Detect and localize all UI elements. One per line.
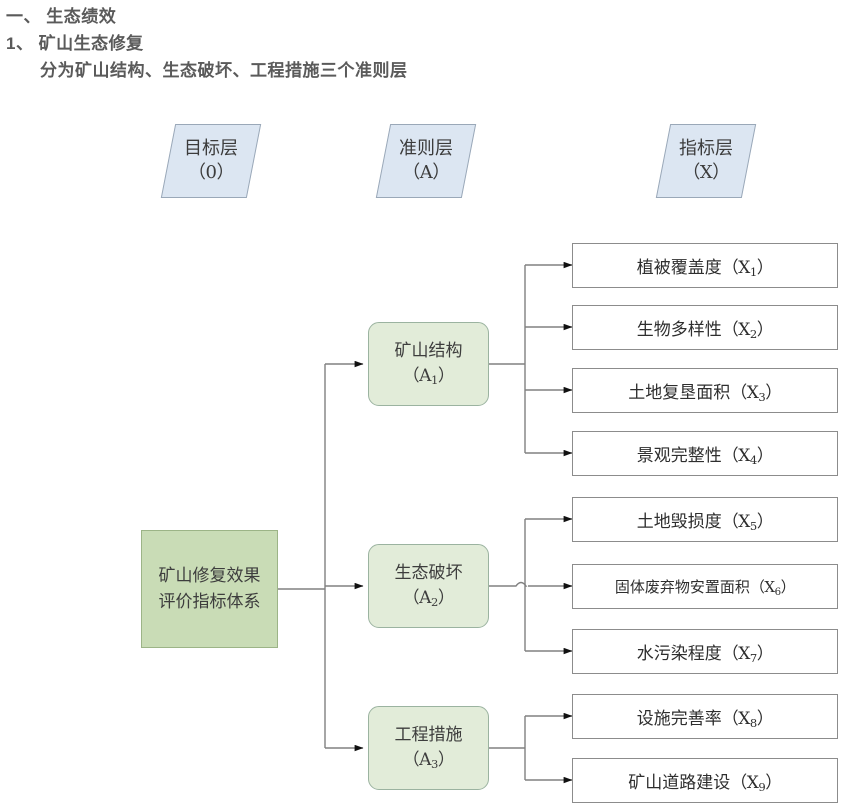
indicator-node-x7[interactable]: 水污染程度（X7）: [572, 629, 838, 674]
indicator-node-x5[interactable]: 土地毁损度（X5）: [572, 497, 838, 542]
indicator-node-x4-label: 景观完整性（X4）: [636, 446, 774, 468]
indicator-node-x8[interactable]: 设施完善率（X8）: [572, 694, 838, 739]
indicator-node-x5-label: 土地毁损度（X5）: [636, 512, 774, 534]
criteria-node-a1-title: 矿山结构: [394, 341, 463, 362]
layer-header-goal: 目标层 （0）: [160, 124, 262, 198]
indicator-node-x2[interactable]: 生物多样性（X2）: [572, 305, 838, 350]
layer-header-indicator-title: 指标层: [679, 137, 733, 159]
indicator-node-x7-label: 水污染程度（X7）: [636, 644, 774, 666]
layer-header-goal-title: 目标层: [184, 137, 238, 159]
layer-header-criteria-code: （A）: [402, 162, 450, 183]
criteria-node-a2-title: 生态破坏: [394, 563, 463, 584]
indicator-node-x1-label: 植被覆盖度（X1）: [636, 258, 774, 280]
layer-header-criteria-title: 准则层: [399, 137, 453, 159]
goal-node-label: 矿山修复效果评价指标体系: [158, 565, 261, 612]
layer-header-indicator-code: （X）: [682, 162, 730, 183]
heading-line-2: 1、 矿山生态修复: [6, 34, 144, 53]
layer-header-criteria: 准则层 （A）: [375, 124, 477, 198]
indicator-node-x3-label: 土地复垦面积（X3）: [628, 383, 782, 405]
indicator-node-x3[interactable]: 土地复垦面积（X3）: [572, 368, 838, 413]
criteria-node-a3-code: （A3）: [402, 750, 455, 772]
indicator-node-x8-label: 设施完善率（X8）: [636, 709, 774, 731]
criteria-node-a3-title: 工程措施: [394, 725, 463, 746]
indicator-node-x9-label: 矿山道路建设（X9）: [628, 773, 782, 795]
layer-header-indicator: 指标层 （X）: [655, 124, 757, 198]
layer-header-goal-code: （0）: [188, 162, 234, 183]
criteria-node-a3[interactable]: 工程措施 （A3）: [368, 706, 489, 790]
indicator-node-x4[interactable]: 景观完整性（X4）: [572, 431, 838, 476]
indicator-node-x6[interactable]: 固体废弃物安置面积（X6）: [572, 564, 838, 609]
criteria-node-a1[interactable]: 矿山结构 （A1）: [368, 322, 489, 406]
heading-line-3: 分为矿山结构、生态破坏、工程措施三个准则层: [40, 61, 408, 80]
goal-node[interactable]: 矿山修复效果评价指标体系: [141, 530, 278, 648]
indicator-node-x1[interactable]: 植被覆盖度（X1）: [572, 243, 838, 288]
heading-line-1: 一、 生态绩效: [6, 7, 117, 26]
criteria-node-a2[interactable]: 生态破坏 （A2）: [368, 544, 489, 628]
criteria-node-a1-code: （A1）: [402, 366, 455, 388]
indicator-node-x9[interactable]: 矿山道路建设（X9）: [572, 758, 838, 803]
indicator-node-x2-label: 生物多样性（X2）: [636, 320, 774, 342]
heading-block: 一、 生态绩效 1、 矿山生态修复 分为矿山结构、生态破坏、工程措施三个准则层: [0, 0, 850, 84]
indicator-node-x6-label: 固体废弃物安置面积（X6）: [614, 578, 796, 599]
criteria-node-a2-code: （A2）: [402, 588, 455, 610]
